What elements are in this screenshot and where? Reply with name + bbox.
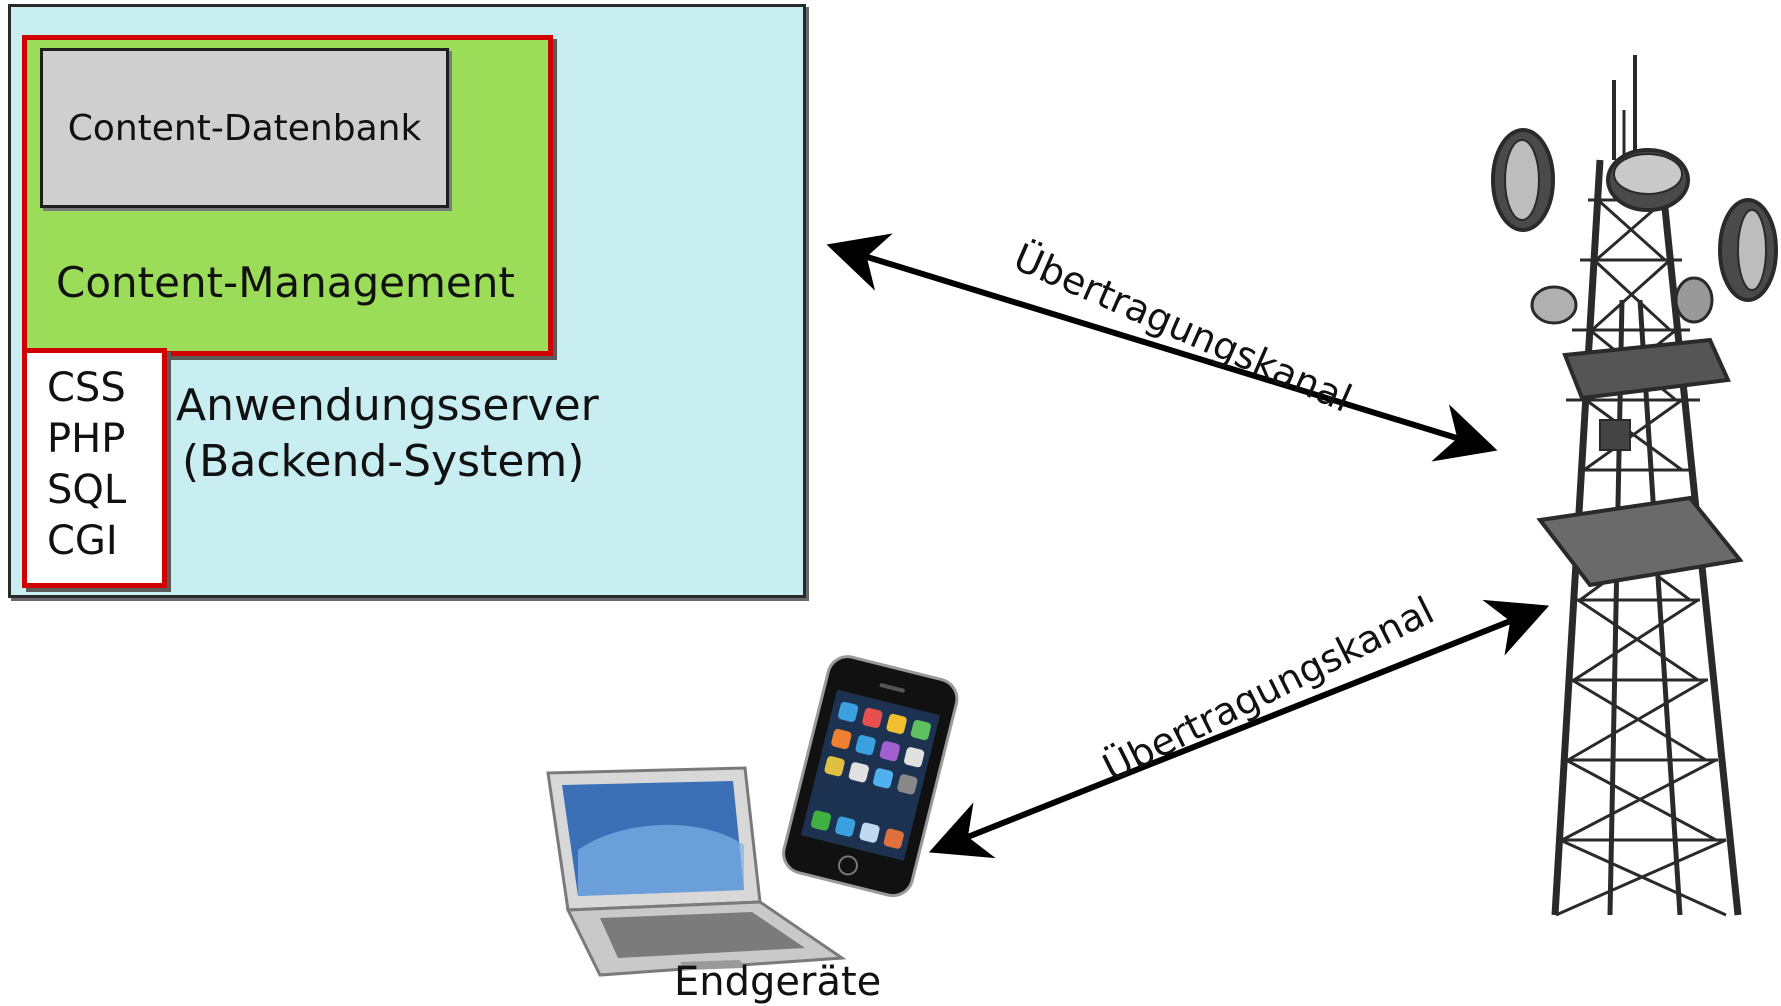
technology-item: CSS — [47, 365, 126, 411]
application-server-label: Anwendungsserver (Backend-System) — [176, 378, 599, 490]
technology-item: PHP — [47, 416, 126, 462]
smartphone-icon — [782, 655, 959, 898]
channel-arrow-bottom — [928, 599, 1550, 859]
technology-item: CGI — [47, 518, 118, 564]
channel-arrow-top — [826, 233, 1498, 462]
application-server-label-line2: (Backend-System) — [182, 436, 585, 487]
technology-list: CSS PHP SQL CGI — [22, 348, 167, 588]
content-database-box: Content-Datenbank — [40, 48, 449, 208]
content-database-label: Content-Datenbank — [67, 107, 422, 149]
application-server-label-line1: Anwendungsserver — [176, 380, 599, 431]
laptop-icon — [546, 766, 847, 977]
devices-label: Endgeräte — [674, 959, 882, 1005]
technology-item: SQL — [47, 467, 127, 513]
content-management-label: Content-Management — [56, 258, 515, 307]
transmission-tower-icon — [1491, 55, 1778, 917]
